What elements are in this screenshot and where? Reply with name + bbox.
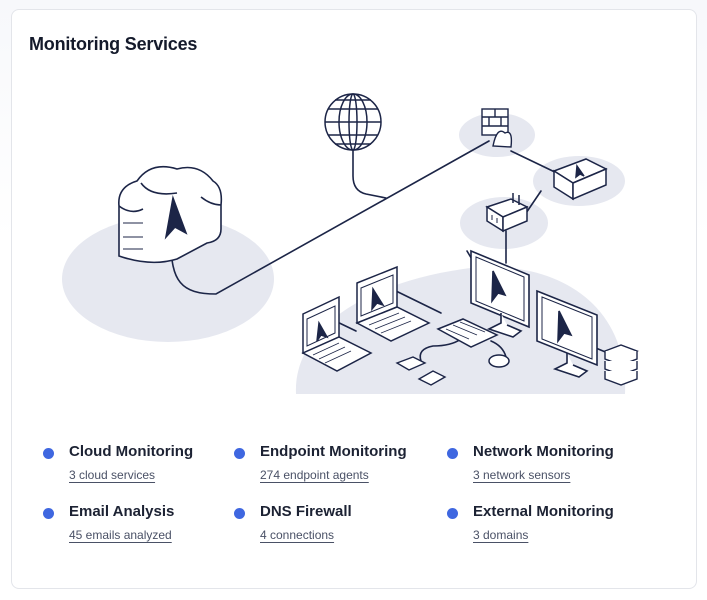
service-count-link[interactable]: 3 cloud services: [69, 468, 156, 482]
status-dot-icon: [447, 508, 458, 519]
status-dot-icon: [447, 448, 458, 459]
router-icon: [552, 158, 608, 201]
cloud-icon: [118, 165, 223, 264]
laptop-icon: [301, 295, 373, 372]
service-count-link[interactable]: 274 endpoint agents: [260, 468, 369, 482]
phone-icon: [395, 356, 447, 386]
service-title: Network Monitoring: [473, 443, 614, 460]
status-dot-icon: [234, 448, 245, 459]
service-title: External Monitoring: [473, 503, 614, 520]
network-diagram: [62, 93, 639, 394]
monitor-icon: [536, 289, 598, 378]
keyboard-icon: [436, 318, 499, 348]
monitor-icon: [470, 249, 530, 338]
server-icon: [603, 344, 639, 386]
laptop-icon: [355, 265, 431, 342]
service-count-link[interactable]: 45 emails analyzed: [69, 528, 172, 542]
status-dot-icon: [234, 508, 245, 519]
services-legend: Cloud Monitoring 3 cloud services Endpoi…: [12, 10, 698, 590]
service-count-link[interactable]: 4 connections: [260, 528, 335, 542]
service-title: Email Analysis: [69, 503, 175, 520]
service-title: DNS Firewall: [260, 503, 352, 520]
service-count-link[interactable]: 3 network sensors: [473, 468, 571, 482]
network-sensor-icon: [485, 193, 529, 233]
monitoring-services-card: Monitoring Services: [11, 9, 697, 589]
service-title: Cloud Monitoring: [69, 443, 194, 460]
globe-icon: [324, 93, 382, 151]
card-title: Monitoring Services: [29, 34, 198, 54]
service-title: Endpoint Monitoring: [260, 443, 407, 460]
service-count-link[interactable]: 3 domains: [473, 528, 529, 542]
status-dot-icon: [43, 508, 54, 519]
mouse-icon: [488, 354, 510, 368]
status-dot-icon: [43, 448, 54, 459]
firewall-icon: [481, 108, 513, 148]
